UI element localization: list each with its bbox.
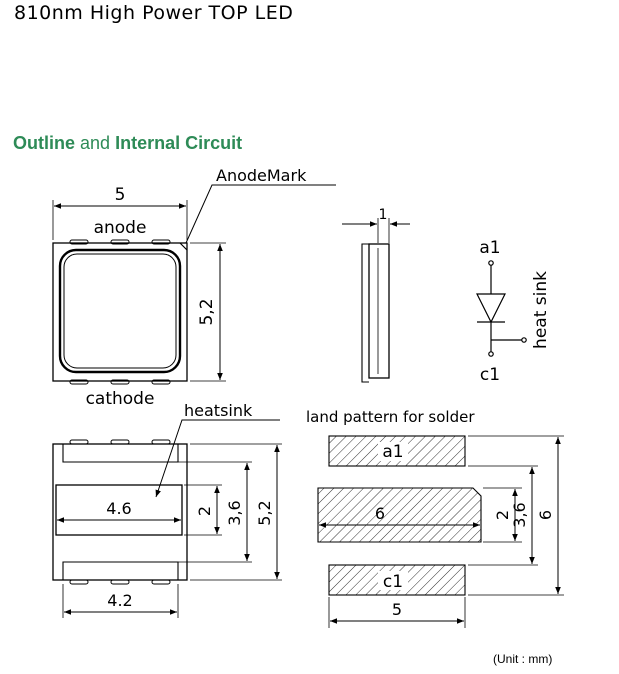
unit-note: (Unit : mm)	[493, 652, 553, 666]
bottom-tab	[69, 379, 89, 385]
document-title: 810nm High Power TOP LED	[14, 2, 294, 24]
heading-internal-circuit: Internal Circuit	[115, 133, 243, 153]
anode-mark-notch	[179, 242, 188, 251]
bottom-dim-2-text: 2	[195, 506, 214, 516]
side-thickness-dim-text: 1	[379, 207, 388, 223]
section-heading: Outline and Internal Circuit	[13, 133, 242, 154]
top-tab	[151, 239, 171, 245]
top-view	[52, 184, 336, 385]
bottom-tab	[110, 379, 130, 385]
top-view-lens	[58, 248, 182, 374]
top-view-lens-inner	[63, 253, 177, 369]
land-dim-3-6-text: 3,6	[510, 502, 529, 527]
land-pad-c1-label-bg	[378, 571, 408, 590]
land-dim-6-text: 6	[536, 510, 555, 520]
anode-label: anode	[94, 218, 147, 238]
land-center-dim-text: 6	[375, 504, 385, 523]
heat-sink-terminal	[521, 337, 527, 343]
heatsink-label: heatsink	[184, 401, 253, 420]
land-pad-a1-label: a1	[382, 442, 403, 462]
bottom-tab	[69, 439, 89, 445]
anode-mark-leader	[185, 184, 336, 244]
anode-terminal	[488, 260, 494, 266]
bottom-tab	[151, 439, 171, 445]
land-pad-c1-label: c1	[383, 572, 403, 592]
top-tab	[110, 239, 130, 245]
anode-mark-label: AnodeMark	[216, 166, 307, 185]
bottom-tab	[69, 579, 89, 585]
heatsink-width-dim-text: 4.6	[106, 499, 131, 518]
top-view-body	[52, 242, 188, 382]
side-view	[342, 218, 410, 383]
heading-outline: Outline	[13, 133, 75, 153]
land-pad-center	[317, 487, 482, 543]
side-view-body	[368, 243, 390, 379]
bottom-dim-3-6-text: 3,6	[225, 500, 244, 525]
land-pattern-title: land pattern for solder	[306, 408, 475, 426]
heatsink-leader	[155, 419, 280, 498]
pad-width-dim-text: 4.2	[107, 591, 132, 610]
bottom-tab	[110, 579, 130, 585]
heat-sink-label: heat sink	[531, 271, 551, 349]
bottom-dim-5-2-text: 5,2	[255, 500, 274, 525]
internal-circuit	[476, 260, 527, 357]
top-width-dim-text: 5	[115, 185, 126, 205]
top-tab	[69, 239, 89, 245]
land-dim-2-text: 2	[493, 510, 512, 520]
diode-triangle-icon	[476, 293, 506, 324]
land-width-dim-text: 5	[392, 600, 402, 619]
land-pattern	[317, 435, 564, 628]
bottom-view	[52, 419, 282, 618]
bottom-tab	[151, 579, 171, 585]
cathode-terminal	[488, 351, 494, 357]
cathode-label: cathode	[86, 389, 155, 409]
bottom-top-pad	[62, 444, 179, 463]
land-pad-a1-label-bg	[378, 442, 408, 461]
bottom-tab	[151, 379, 171, 385]
circuit-anode-pin: a1	[479, 238, 500, 258]
side-view-lens	[361, 243, 369, 383]
circuit-cathode-pin: c1	[480, 365, 500, 385]
heatsink-pad	[55, 484, 183, 536]
bottom-bottom-pad	[62, 561, 179, 580]
top-height-dim-text: 5,2	[197, 298, 217, 325]
heading-and: and	[80, 133, 111, 153]
bottom-tab	[110, 439, 130, 445]
